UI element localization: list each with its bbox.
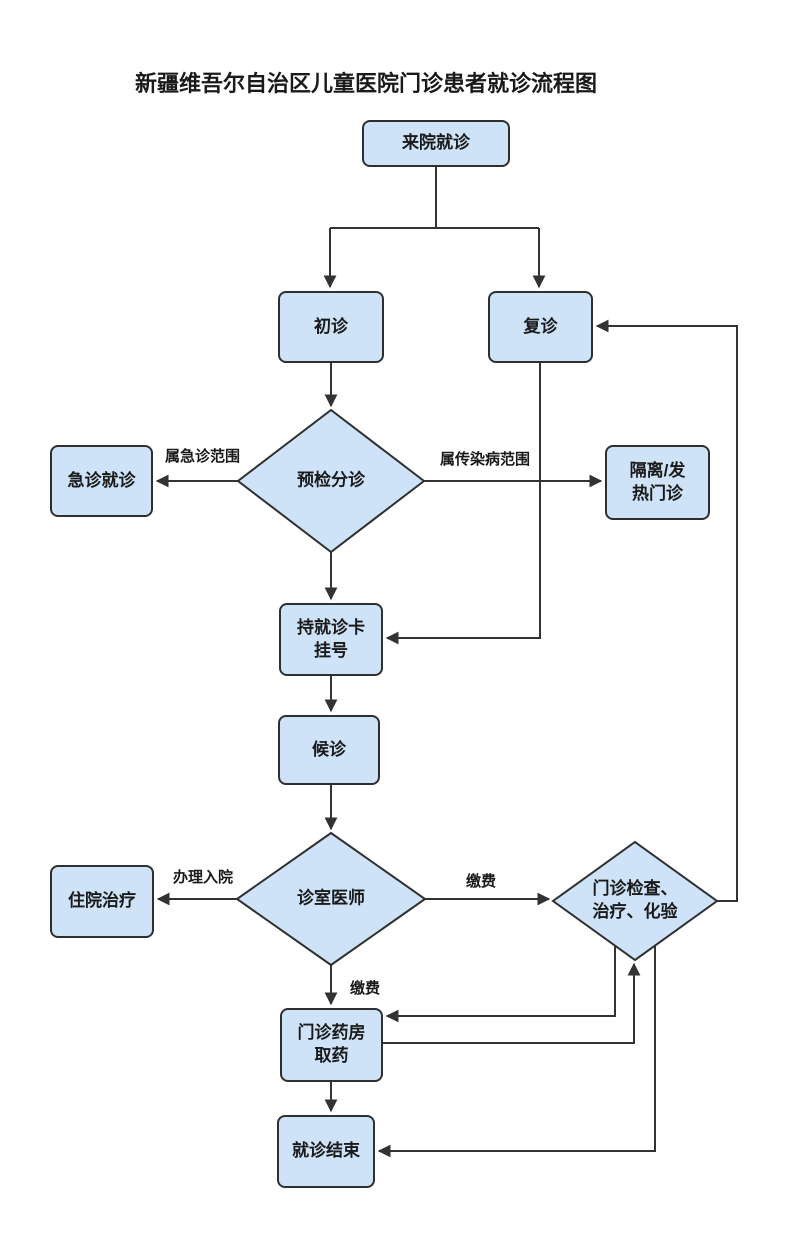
edge-label-pay-pharmacy: 缴费	[350, 980, 381, 997]
node-hospitalize: 住院治疗	[50, 865, 154, 938]
node-return-visit: 复诊	[488, 291, 593, 363]
node-isolation-label: 隔离/发 热门诊	[629, 460, 686, 503]
node-return-visit-label: 复诊	[523, 316, 558, 336]
node-isolation: 隔离/发 热门诊	[605, 445, 710, 520]
node-pharmacy-label: 门诊药房 取药	[297, 1023, 366, 1065]
edge-exam-to-pharmacy	[385, 946, 616, 1023]
edge-exam-to-return-visit-loop	[595, 319, 738, 902]
node-visit: 来院就诊	[362, 120, 510, 167]
node-emergency: 急诊就诊	[50, 445, 153, 517]
node-first-visit: 初诊	[278, 291, 384, 363]
node-end-label: 就诊结束	[292, 1141, 360, 1161]
node-hospitalize-label: 住院治疗	[68, 891, 136, 911]
node-first-visit-label: 初诊	[314, 316, 348, 336]
edge-pharmacy-to-exam	[383, 962, 641, 1044]
node-register-label: 持就诊卡 挂号	[297, 617, 365, 660]
node-wait: 候诊	[278, 715, 380, 785]
edge-exam-to-end	[377, 946, 656, 1158]
node-visit-label: 来院就诊	[402, 133, 470, 153]
node-wait-label: 候诊	[312, 739, 346, 759]
edge-return-visit-to-register	[385, 363, 541, 645]
node-pharmacy: 门诊药房 取药	[280, 1008, 383, 1082]
edge-label-emergency-scope: 属急诊范围	[165, 448, 241, 465]
node-exam-label: 门诊检查、 治疗、化验	[592, 879, 678, 921]
node-triage-label: 预检分诊	[297, 470, 365, 490]
edge-label-pay-exam: 缴费	[466, 873, 497, 890]
triage-diamond	[236, 408, 426, 554]
node-doctor-label: 诊室医师	[297, 888, 365, 908]
node-end: 就诊结束	[277, 1115, 375, 1188]
node-emergency-label: 急诊就诊	[67, 470, 136, 490]
page-title: 新疆维吾尔自治区儿童医院门诊患者就诊流程图	[134, 71, 598, 96]
edge-label-infectious-scope: 属传染病范围	[440, 451, 531, 468]
doctor-diamond	[235, 831, 427, 967]
edge-label-admission: 办理入院	[173, 869, 234, 886]
exam-diamond	[551, 840, 719, 962]
node-register: 持就诊卡 挂号	[279, 603, 383, 676]
